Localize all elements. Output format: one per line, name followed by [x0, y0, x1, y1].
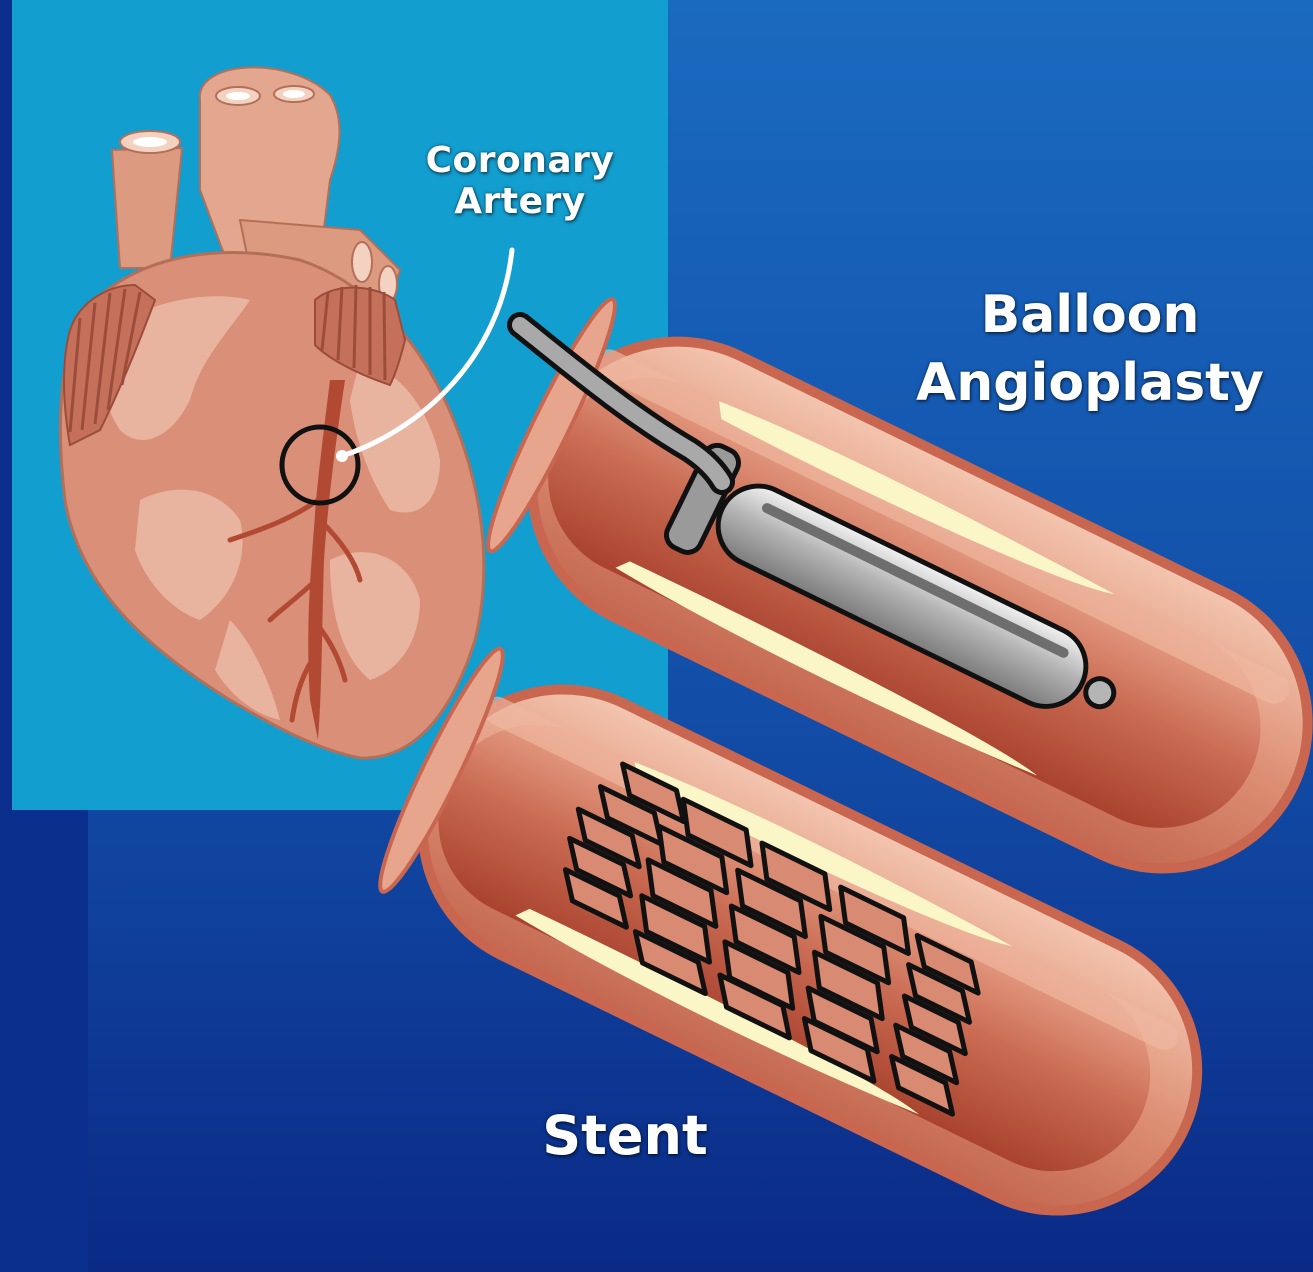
balloon-angioplasty-label-line1: Balloon [890, 282, 1290, 350]
coronary-artery-label: Coronary Artery [395, 140, 645, 223]
vein-opening [352, 242, 372, 282]
vessel-lumen [133, 137, 167, 147]
coronary-artery-label-line1: Coronary [395, 140, 645, 181]
vessel-lumen [283, 90, 305, 98]
balloon-angioplasty-label-line2: Angioplasty [890, 350, 1290, 418]
stent-label-text: Stent [505, 1105, 745, 1167]
heart-vessel-left [112, 148, 182, 268]
vessel-lumen [226, 92, 250, 100]
balloon-angioplasty-label: Balloon Angioplasty [890, 282, 1290, 417]
coronary-artery-label-line2: Artery [395, 181, 645, 222]
stent-label: Stent [505, 1105, 745, 1167]
